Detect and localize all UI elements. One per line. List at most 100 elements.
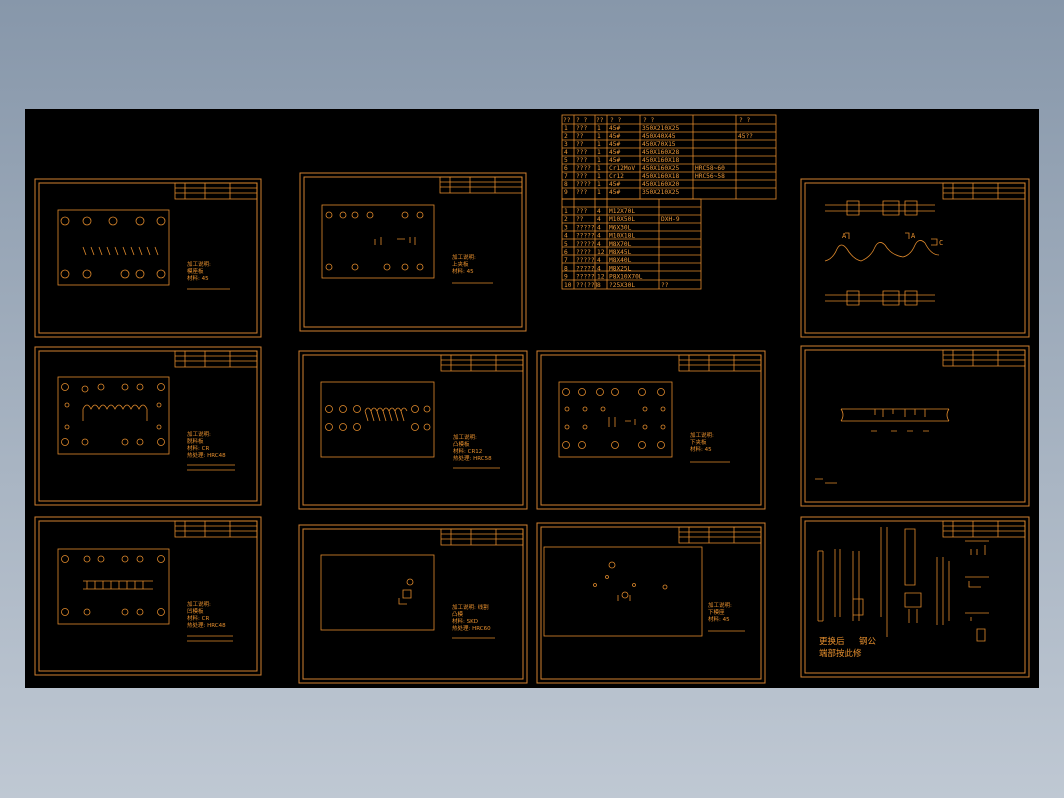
- sheet-r1c1-name: 模座板: [187, 267, 204, 275]
- sheet-r1c2-title: 加工说明:: [452, 253, 476, 261]
- bom-bottom-cell-0-2: 4: [597, 208, 601, 215]
- bom-top-cell-6-4: 450X160X18: [642, 173, 680, 180]
- bom-bottom-cell-7-1: ?????: [576, 265, 595, 272]
- bom-top-cell-5-3: Cr12MoV: [609, 165, 635, 172]
- bom-top-cell-0-1: ???: [576, 125, 587, 132]
- section-label-c: C: [939, 239, 943, 247]
- bom-top-cell-7-2: 1: [597, 181, 601, 188]
- bom-bottom-cell-9-3: ?25X30L: [609, 282, 635, 289]
- bom-top-h3: ? ?: [610, 117, 621, 124]
- bom-top-cell-3-3: 45#: [609, 149, 620, 156]
- detail-note-3: 端部按此修: [819, 648, 862, 659]
- bom-top-cell-4-3: 45#: [609, 157, 620, 164]
- bom-top-cell-3-4: 450X160X28: [642, 149, 680, 156]
- bom-bottom-cell-3-2: 4: [597, 233, 601, 240]
- section-label-a2: A: [911, 232, 916, 240]
- sheet-r2c2[interactable]: 加工说明: 凸模板 材料: CR12 热处理: HRC58: [298, 350, 528, 510]
- bom-top-cell-2-4: 450X70X15: [642, 141, 676, 148]
- bom-bottom-cell-4-0: 5: [564, 241, 568, 248]
- sheet-r3c3[interactable]: 加工说明: 下模座 材料: 45: [536, 522, 766, 684]
- sheet-punch-details[interactable]: 更换后 钢公 端部按此修: [800, 516, 1030, 678]
- bom-top-cell-8-1: ???: [576, 189, 587, 196]
- bom-top-cell-5-1: ????: [576, 165, 591, 172]
- sheet-r2c3-name: 下夹板: [690, 438, 707, 446]
- bom-top-cell-6-3: Cr12: [609, 173, 624, 180]
- bom-bottom-cell-3-3: M10X18L: [609, 233, 635, 240]
- bom-bottom-cell-9-4: ??: [661, 282, 669, 289]
- bom-bottom-cell-5-1: ????: [576, 249, 591, 256]
- bom-bottom-cell-9-0: 10: [564, 282, 572, 289]
- sheet-r3c1-title: 加工说明:: [187, 600, 211, 608]
- sheet-r2c2-material: 材料: CR12: [453, 447, 482, 455]
- bom-top-cell-6-5: HRC56~58: [695, 173, 725, 180]
- bom-top-cell-4-4: 450X160X18: [642, 157, 680, 164]
- sheet-r3c1-material: 材料: CR: [187, 614, 209, 622]
- sheet-r1c1[interactable]: 加工说明: 模座板 材料: 45: [34, 178, 262, 338]
- bom-top-h0: ??: [563, 117, 571, 124]
- sheet-r3c1-hardness: 热处理: HRC48: [187, 621, 226, 629]
- bom-bottom-cell-4-3: M8X70L: [609, 241, 632, 248]
- bom-bottom-cell-9-1: ??(??): [576, 282, 598, 289]
- bom-top-cell-2-0: 3: [564, 141, 568, 148]
- bom-bottom-cell-6-1: ?????: [576, 257, 595, 264]
- sheet-r3c2[interactable]: 加工说明: 线割 凸模 材料: SKD 热处理: HRC60: [298, 524, 528, 684]
- detail-note-2: 钢公: [859, 636, 877, 647]
- sheet-r3c2-title: 加工说明: 线割: [452, 603, 489, 611]
- bom-top-cell-7-0: 8: [564, 181, 568, 188]
- sheet-r3c1-name: 凹模板: [187, 607, 204, 615]
- sheet-r3c2-material: 材料: SKD: [452, 617, 478, 625]
- bom-top-cell-3-2: 1: [597, 149, 601, 156]
- bom-top-cell-2-2: 1: [597, 141, 601, 148]
- bom-bottom-cell-8-3: P8X10X70L: [609, 274, 643, 281]
- sheet-r3c3-title: 加工说明:: [708, 601, 732, 609]
- bom-top-cell-8-2: 1: [597, 189, 601, 196]
- bom-bottom-cell-8-2: 12: [597, 274, 605, 281]
- bom-bottom-cell-4-1: ?????: [576, 241, 595, 248]
- sheet-r2c1[interactable]: 加工说明: 脱料板 材料: CR 热处理: HRC48: [34, 346, 262, 506]
- bom-bottom-cell-9-2: 8: [597, 282, 601, 289]
- sheet-r2c3[interactable]: 加工说明: 下夹板 材料: 45: [536, 350, 766, 510]
- bom-bottom-cell-1-2: 4: [597, 216, 601, 223]
- bom-top-cell-8-0: 9: [564, 189, 568, 196]
- bom-bottom-cell-6-2: 4: [597, 257, 601, 264]
- bom-top-cell-5-2: 1: [597, 165, 601, 172]
- sheet-r1c2-name: 上夹板: [452, 260, 469, 268]
- sheet-strip-detail[interactable]: [800, 345, 1030, 507]
- bom-top-cell-0-0: 1: [564, 125, 568, 132]
- bom-bottom-cell-0-0: 1: [564, 208, 568, 215]
- bom-top-h2: ??: [596, 117, 604, 124]
- bom-bottom-cell-1-3: M10X50L: [609, 216, 635, 223]
- bom-top-cell-7-1: ????: [576, 181, 591, 188]
- bom-top-cell-1-6: 45??: [738, 133, 753, 140]
- bom-top-cell-0-3: 45#: [609, 125, 620, 132]
- sheet-r2c1-hardness: 热处理: HRC48: [187, 451, 226, 459]
- bom-top-cell-0-2: 1: [597, 125, 601, 132]
- bom-top-cell-0-4: 350X210X25: [642, 125, 680, 132]
- sheet-r3c1[interactable]: 加工说明: 凹模板 材料: CR 热处理: HRC48: [34, 516, 262, 676]
- bom-top-cell-3-0: 4: [564, 149, 568, 156]
- sheet-r2c2-hardness: 热处理: HRC58: [453, 454, 492, 462]
- bom-top-h1: ? ?: [576, 117, 587, 124]
- section-label-a1: A: [842, 232, 847, 240]
- bom-bottom-cell-5-0: 6: [564, 249, 568, 256]
- sheet-strip-layout[interactable]: A A C: [800, 178, 1030, 338]
- bom-top-cell-4-0: 5: [564, 157, 568, 164]
- sheet-r1c2[interactable]: 加工说明: 上夹板 材料: 45: [299, 172, 527, 332]
- sheet-r3c2-name: 凸模: [452, 610, 464, 618]
- sheet-r2c2-name: 凸模板: [453, 440, 470, 448]
- sheet-r3c3-name: 下模座: [708, 608, 725, 616]
- sheet-r3c3-material: 材料: 45: [708, 615, 730, 623]
- sheet-r2c1-material: 材料: CR: [187, 444, 209, 452]
- sheet-r3c2-hardness: 热处理: HRC60: [452, 624, 491, 632]
- bom-top-cell-7-3: 45#: [609, 181, 620, 188]
- bom-top-cell-6-0: 7: [564, 173, 568, 180]
- bom-bottom-cell-6-3: M8X40L: [609, 257, 632, 264]
- bom-bottom-cell-2-0: 3: [564, 224, 568, 231]
- bom-top-cell-6-1: ???: [576, 173, 587, 180]
- plate-holes: [60, 216, 166, 279]
- bom-bottom-cell-5-3: M8X45L: [609, 249, 632, 256]
- bom-bottom-cell-2-3: M6X30L: [609, 224, 632, 231]
- bom-bottom-cell-4-2: 4: [597, 241, 601, 248]
- bom-top-cell-3-1: ???: [576, 149, 587, 156]
